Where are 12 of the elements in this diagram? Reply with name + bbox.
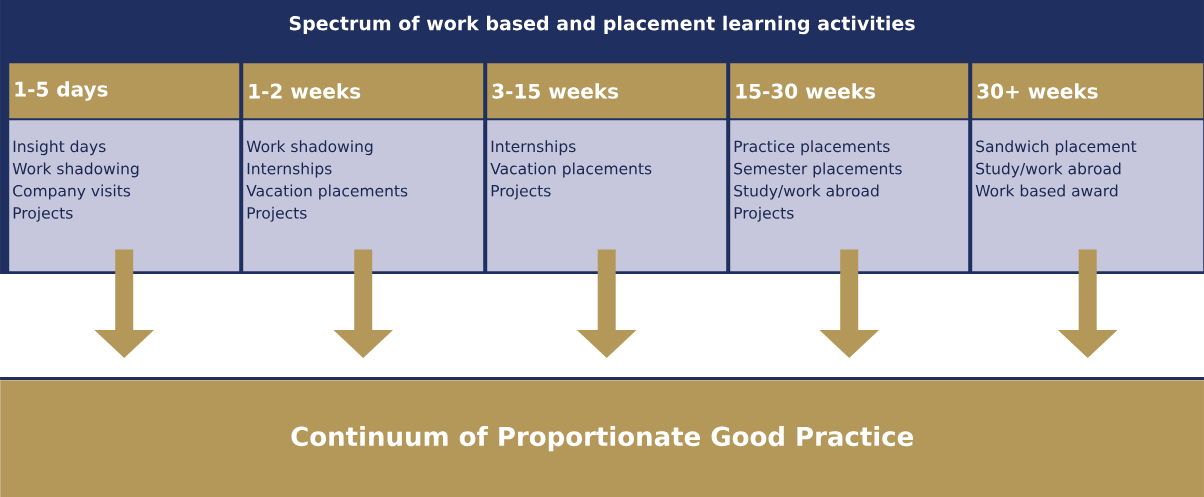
activity-list: Internships Vacation placements Projects bbox=[487, 120, 727, 272]
activity-list: Work shadowing Internships Vacation placements Projects bbox=[243, 120, 484, 272]
activity-list: Insight days Work shadowing Company visits Projects bbox=[9, 120, 240, 272]
column-header: 3-15 weeks bbox=[487, 63, 727, 119]
activity-list: Practice placements Semester placements Study/work abroad Projects bbox=[730, 120, 969, 272]
column-header: 15-30 weeks bbox=[730, 63, 969, 119]
column-header: 1-5 days bbox=[9, 63, 240, 119]
title-banner: Spectrum of work based and placement learning activities bbox=[0, 0, 1204, 60]
activity-list: Sandwich placement Study/work abroad Work based award bbox=[972, 120, 1204, 272]
column-header: 30+ weeks bbox=[972, 63, 1204, 119]
column-header: 1-2 weeks bbox=[243, 63, 484, 119]
practice-band: Continuum of Proportionate Good Practice bbox=[0, 377, 1204, 497]
